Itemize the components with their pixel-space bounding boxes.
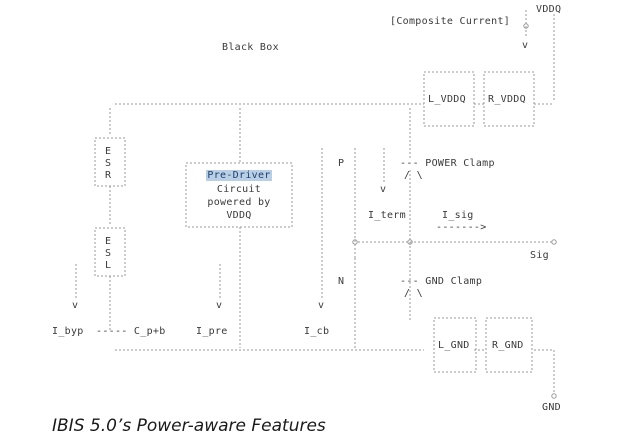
gnd-clamp-label: --- GND Clamp — [400, 276, 483, 287]
esl-e-label: E — [105, 236, 112, 247]
i-pre-label: I_pre — [196, 326, 228, 337]
power-clamp-label: --- POWER Clamp — [400, 158, 495, 169]
esr-s-label: S — [105, 158, 112, 169]
r-gnd-label: R_GND — [492, 340, 524, 351]
i-sig-label: I_sig — [442, 210, 474, 221]
black-box-label: Black Box — [222, 42, 279, 53]
esr-e-label: E — [105, 146, 112, 157]
sig-arrow: -------> — [436, 222, 487, 233]
figure-caption: IBIS 5.0’s Power-aware Features — [52, 416, 326, 436]
clamp-diode-icon: / \ — [404, 288, 423, 299]
circuit-label: Circuit — [216, 184, 262, 195]
arrow-down-icon: v — [72, 300, 79, 311]
p-transistor-label: P — [338, 158, 345, 169]
l-vddq-label: L_VDDQ — [428, 94, 466, 105]
arrow-down-icon: v — [522, 40, 529, 51]
arrow-down-icon: v — [380, 184, 387, 195]
i-term-label: I_term — [368, 210, 406, 221]
composite-current-label: [Composite Current] — [390, 16, 511, 27]
l-gnd-label: L_GND — [438, 340, 470, 351]
pre-driver-highlight: Pre-Driver — [206, 170, 272, 181]
pre-driver-label: Pre-Driver — [196, 170, 282, 182]
gnd-label: GND — [542, 402, 561, 413]
r-vddq-label: R_VDDQ — [488, 94, 526, 105]
arrow-down-icon: v — [318, 300, 325, 311]
sig-label: Sig — [530, 250, 549, 261]
n-transistor-label: N — [338, 276, 345, 287]
pre-vddq-label: VDDQ — [226, 210, 252, 221]
esl-s-label: S — [105, 248, 112, 259]
esl-l-label: L — [105, 260, 112, 271]
i-byp-label: I_byp — [52, 326, 84, 337]
arrow-down-icon: v — [216, 300, 223, 311]
esr-r-label: R — [105, 170, 112, 181]
clamp-diode-icon: / \ — [404, 170, 423, 181]
vddq-label: VDDQ — [536, 4, 562, 15]
powered-by-label: powered by — [207, 197, 271, 208]
c-pb-label: ----- C_p+b — [96, 326, 166, 337]
i-cb-label: I_cb — [304, 326, 330, 337]
